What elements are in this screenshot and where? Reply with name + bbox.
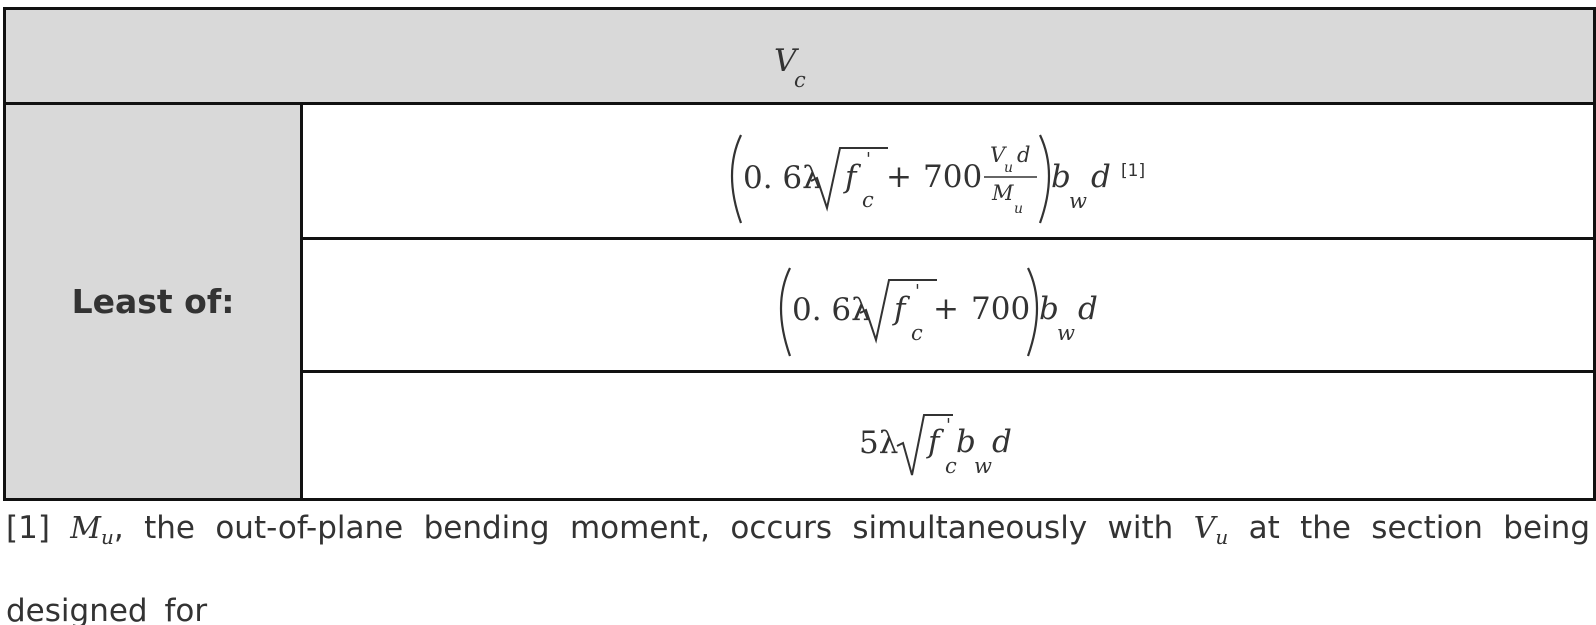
frac-num-u: u — [1004, 160, 1013, 176]
left-paren — [730, 134, 743, 224]
d-symbol: d — [992, 424, 1012, 460]
b-symbol: b — [1051, 159, 1071, 195]
right-paren — [1026, 267, 1039, 357]
footnote-v-symbol: V — [1193, 511, 1216, 546]
w-subscript: w — [1069, 189, 1087, 213]
formula-row-3: 5λ f ' c b w d — [303, 373, 1593, 498]
footnote-marker: [1] — [6, 510, 50, 546]
least-of-cell: Least of: — [6, 105, 303, 498]
formula-row-1: 0. 6λ f ' c + 700 V u d M u b w d [1] — [303, 105, 1593, 240]
coef-700: 700 — [923, 159, 982, 195]
sqrt-sign — [810, 147, 888, 212]
w-subscript: w — [1057, 321, 1075, 345]
prime-mark: ' — [915, 281, 920, 302]
header-v-symbol: V — [774, 43, 800, 79]
left-paren — [779, 267, 792, 357]
plus-sign: + — [933, 291, 959, 327]
c-subscript: c — [862, 188, 874, 212]
sqrt-sign — [859, 279, 937, 344]
frac-num-d: d — [1017, 143, 1030, 167]
d-symbol: d — [1078, 291, 1098, 327]
coef-text: 0. 6λ — [792, 292, 871, 328]
formula-3: 5λ f ' c b w d — [859, 414, 1012, 478]
frac-num-v: V — [990, 143, 1007, 167]
frac-den-m: M — [991, 181, 1014, 205]
table-header-vc: V c — [6, 10, 1593, 105]
formula-row-2: 0. 6λ f ' c + 700 b w d — [303, 240, 1593, 373]
header-c-subscript: c — [794, 68, 806, 92]
sqrt-sign — [896, 414, 953, 476]
right-paren — [1038, 134, 1051, 224]
coef-700: 700 — [971, 291, 1030, 327]
formula-1: 0. 6λ f ' c + 700 V u d M u b w d [1] — [730, 134, 1145, 224]
b-symbol: b — [956, 424, 976, 460]
plus-sign: + — [886, 159, 912, 195]
f-symbol: f — [892, 291, 911, 327]
footnote: [1] Mu, the out-of-plane bending moment,… — [6, 488, 1590, 625]
frac-den-u: u — [1014, 201, 1023, 217]
c-subscript: c — [911, 321, 923, 345]
footnote-v-subscript: u — [1215, 525, 1229, 549]
footnote-text-1: , the out-of-plane bending moment, occur… — [113, 510, 1174, 546]
coef-text: 0. 6λ — [743, 160, 822, 196]
header-formula: V c — [774, 43, 806, 92]
shear-capacity-table: V c Least of: 0. 6λ f ' c + 700 V u d M … — [3, 7, 1596, 501]
least-of-label: Least of: — [71, 282, 235, 321]
footnote-text-2: at the section being designed for — [6, 510, 1590, 625]
prime-mark: ' — [946, 415, 951, 436]
formula-2: 0. 6λ f ' c + 700 b w d — [779, 267, 1098, 357]
footnote-m-symbol: M — [70, 511, 101, 546]
prime-mark: ' — [866, 149, 871, 170]
d-symbol: d — [1091, 159, 1111, 195]
c-subscript: c — [945, 454, 957, 478]
b-symbol: b — [1039, 291, 1059, 327]
coef-text: 5λ — [859, 425, 898, 461]
f-symbol: f — [843, 159, 862, 195]
footnote-m-subscript: u — [101, 525, 114, 549]
footnote-ref: [1] — [1121, 161, 1145, 181]
w-subscript: w — [974, 454, 992, 478]
f-symbol: f — [926, 424, 945, 460]
